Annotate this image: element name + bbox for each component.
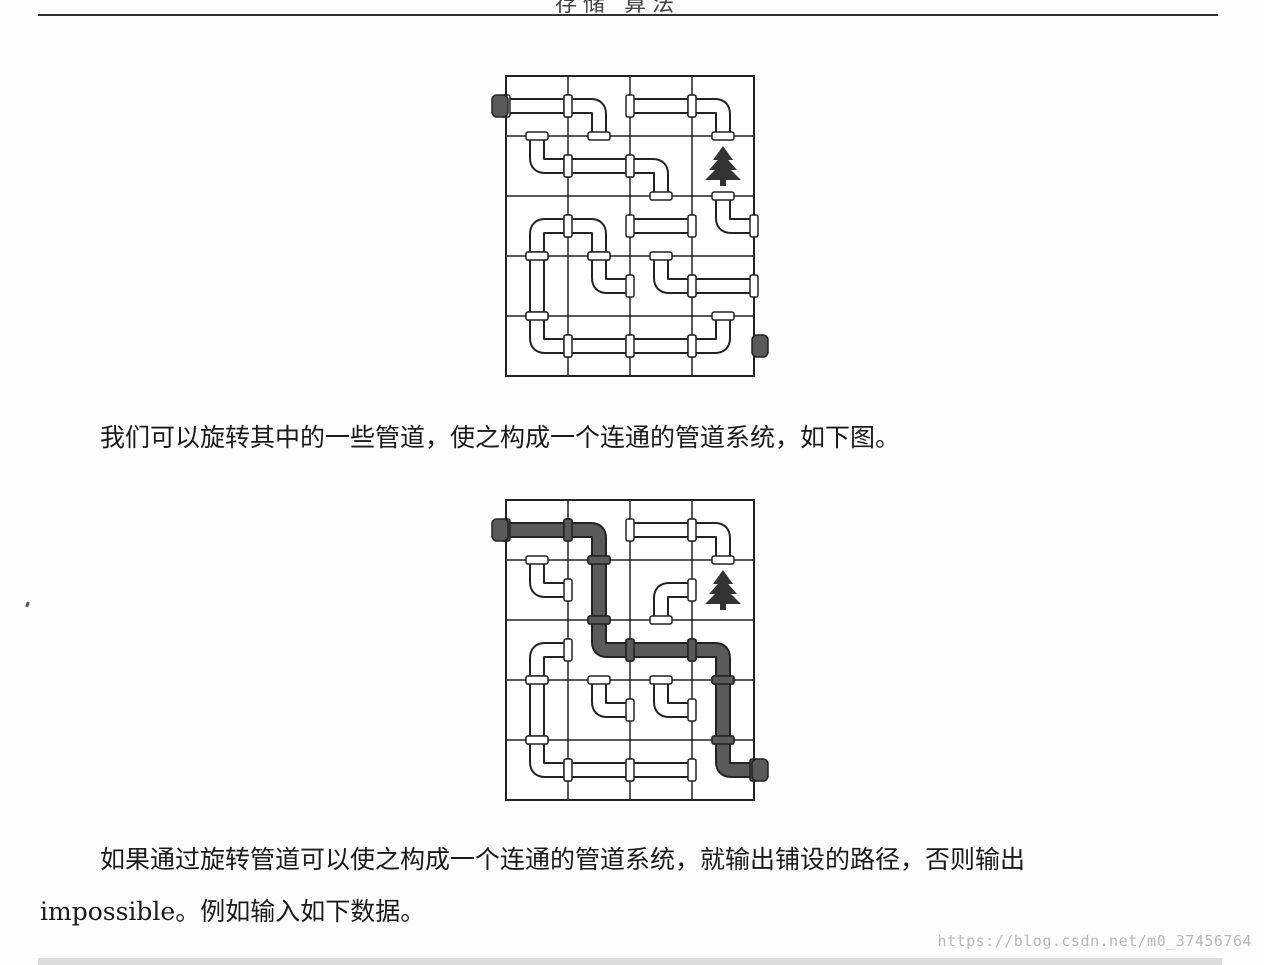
pipe-tile [687,638,735,685]
pipe-coupling [711,735,735,745]
pipe-coupling [525,555,549,565]
paragraph-rotate-pipes: 我们可以旋转其中的一些管道，使之构成一个连通的管道系统，如下图。 [100,423,901,452]
pipe-coupling [649,251,673,261]
pipe-tile [687,518,735,565]
pipe-coupling [625,94,635,118]
pipe-tile [687,94,735,141]
pipe-tile [587,251,635,298]
pipe-tile [501,518,573,542]
pipe-coupling [563,758,573,782]
pipe-coupling [525,675,549,685]
pipe-coupling [525,251,549,261]
pipe-coupling [749,274,759,298]
pipe-coupling [563,154,573,178]
pipe-coupling [563,334,573,358]
pipe-coupling [687,758,697,782]
pipe-coupling [563,94,573,118]
pipe-coupling [587,555,611,565]
pipe-tile [687,274,759,298]
pipe-tile [625,334,697,358]
pipe-coupling [711,555,735,565]
pipe-coupling [711,191,735,201]
pipe-tile [563,154,635,178]
pipe-coupling [625,758,635,782]
pipe-coupling [587,131,611,141]
pipe-coupling [687,518,697,542]
tree-icon [705,570,741,610]
pipe-tile [625,154,673,201]
pipe-coupling [525,131,549,141]
pipe-coupling [587,675,611,685]
pipe-grid-svg-2 [491,499,769,801]
pipe-tile [625,758,697,782]
pipe-coupling [687,698,697,722]
pipe-coupling [687,638,697,662]
pipe-coupling [625,334,635,358]
pipe-tile [525,555,573,602]
pipe-coupling [525,311,549,321]
pipe-coupling [563,578,573,602]
pipe-coupling [625,274,635,298]
pipe-grid-svg-1 [491,75,769,377]
pipe-tile [649,675,697,722]
pipe-coupling [649,675,673,685]
pipe-tile [625,94,697,118]
paragraph-output-path: 如果通过旋转管道可以使之构成一个连通的管道系统，就输出铺设的路径，否则输出 [100,845,1026,874]
paragraph-impossible: impossible。例如输入如下数据。 [40,897,426,926]
watermark-url: https://blog.csdn.net/m0_37456764 [937,932,1252,950]
pipe-coupling [563,638,573,662]
pipe-tile [687,311,735,358]
pipe-tile [563,758,635,782]
scan-speck [25,601,30,608]
pipe-coupling [711,311,735,321]
pipe-coupling [649,191,673,201]
pipe-tile [525,251,549,321]
pipe-tile [711,191,759,238]
pipe-coupling [587,615,611,625]
pipe-coupling [587,251,611,261]
pipe-grid-figure-solved [486,494,786,804]
pipe-tile [525,675,549,745]
pipe-coupling [711,131,735,141]
pipe-tile [587,555,611,625]
pipe-coupling [687,214,697,238]
pipe-coupling [687,334,697,358]
pipe-coupling [749,214,759,238]
outlet-valve [751,758,769,782]
header-rule [38,14,1218,16]
pipe-coupling [563,214,573,238]
pipe-coupling [525,735,549,745]
pipe-coupling [563,518,573,542]
pipe-coupling [625,518,635,542]
pipe-tile [587,675,635,722]
pipe-tile [625,518,697,542]
pipe-coupling [649,615,673,625]
pipe-tile [625,638,697,662]
pipe-grid-figure-unsolved [486,70,786,380]
pipe-coupling [711,675,735,685]
pipe-tile [625,214,697,238]
inlet-valve [491,94,509,118]
pipe-coupling [687,94,697,118]
pipe-coupling [625,214,635,238]
pipe-tile [563,334,635,358]
bottom-scan-band [38,958,1222,965]
tree-icon [705,146,741,186]
pipe-coupling [687,274,697,298]
pipe-tile [563,94,611,141]
running-header: 存储 算法 [555,0,680,17]
pipe-coupling [687,578,697,602]
inlet-valve [491,518,509,542]
outlet-valve [751,334,769,358]
pipe-tile [649,578,697,625]
pipe-coupling [625,638,635,662]
pipe-tile [501,94,573,118]
pipe-tile [711,675,735,745]
pipe-coupling [625,698,635,722]
pipe-coupling [625,154,635,178]
